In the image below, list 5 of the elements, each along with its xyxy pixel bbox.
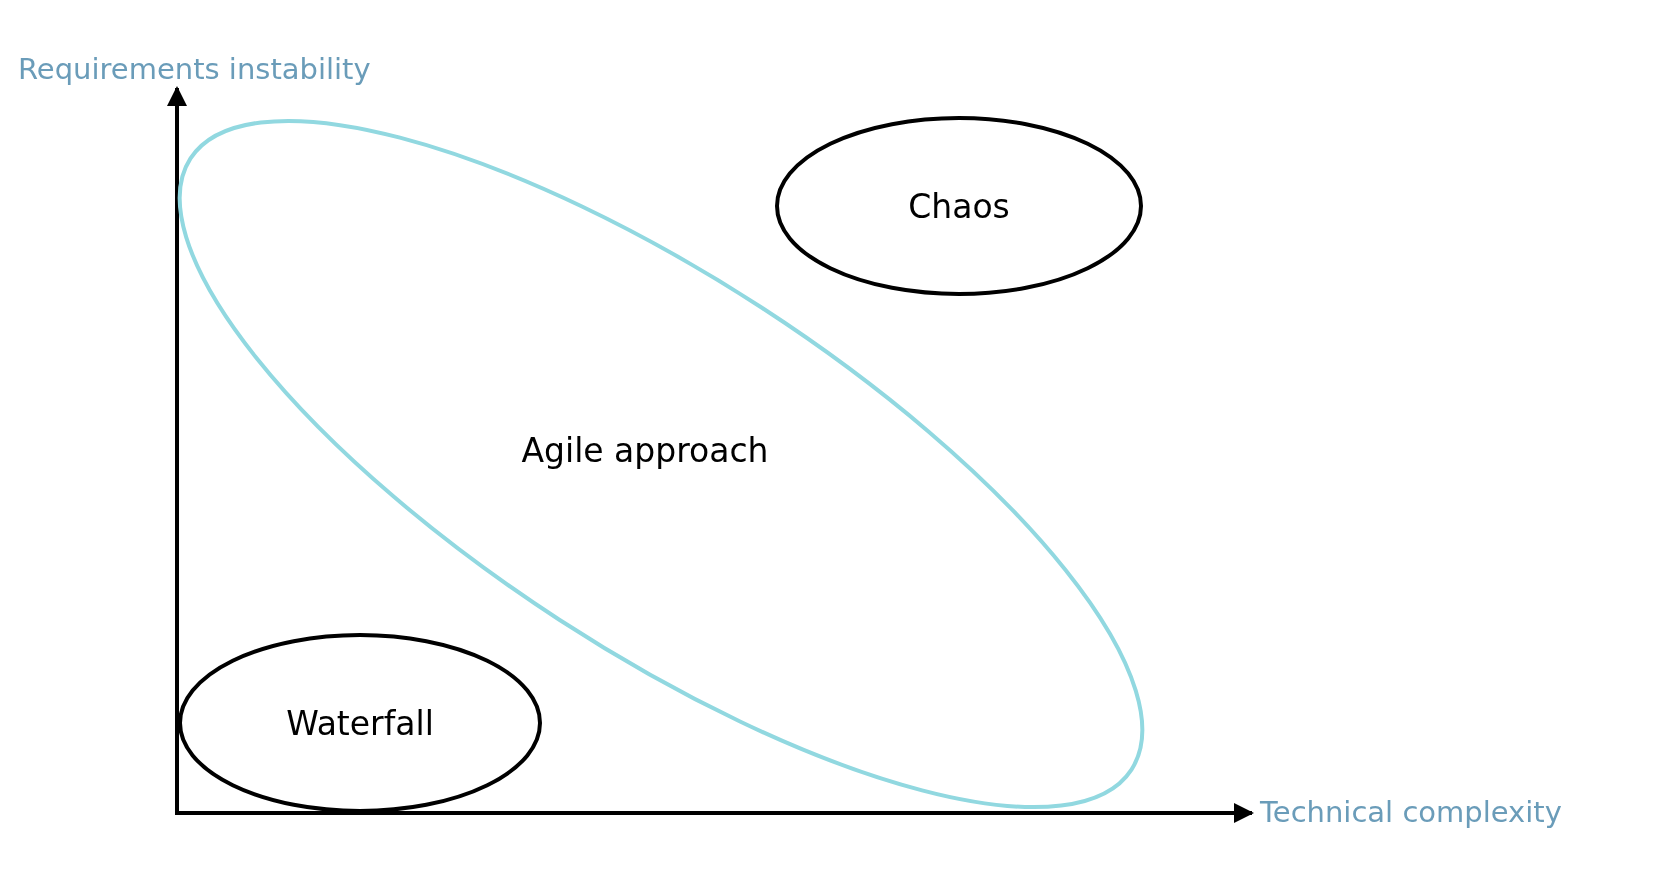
- region-label: Chaos: [908, 186, 1010, 226]
- x-axis-label: Technical complexity: [1260, 795, 1562, 829]
- region-label: Agile approach: [521, 430, 769, 470]
- y-axis-label: Requirements instability: [18, 52, 371, 86]
- region-label: Waterfall: [286, 703, 434, 743]
